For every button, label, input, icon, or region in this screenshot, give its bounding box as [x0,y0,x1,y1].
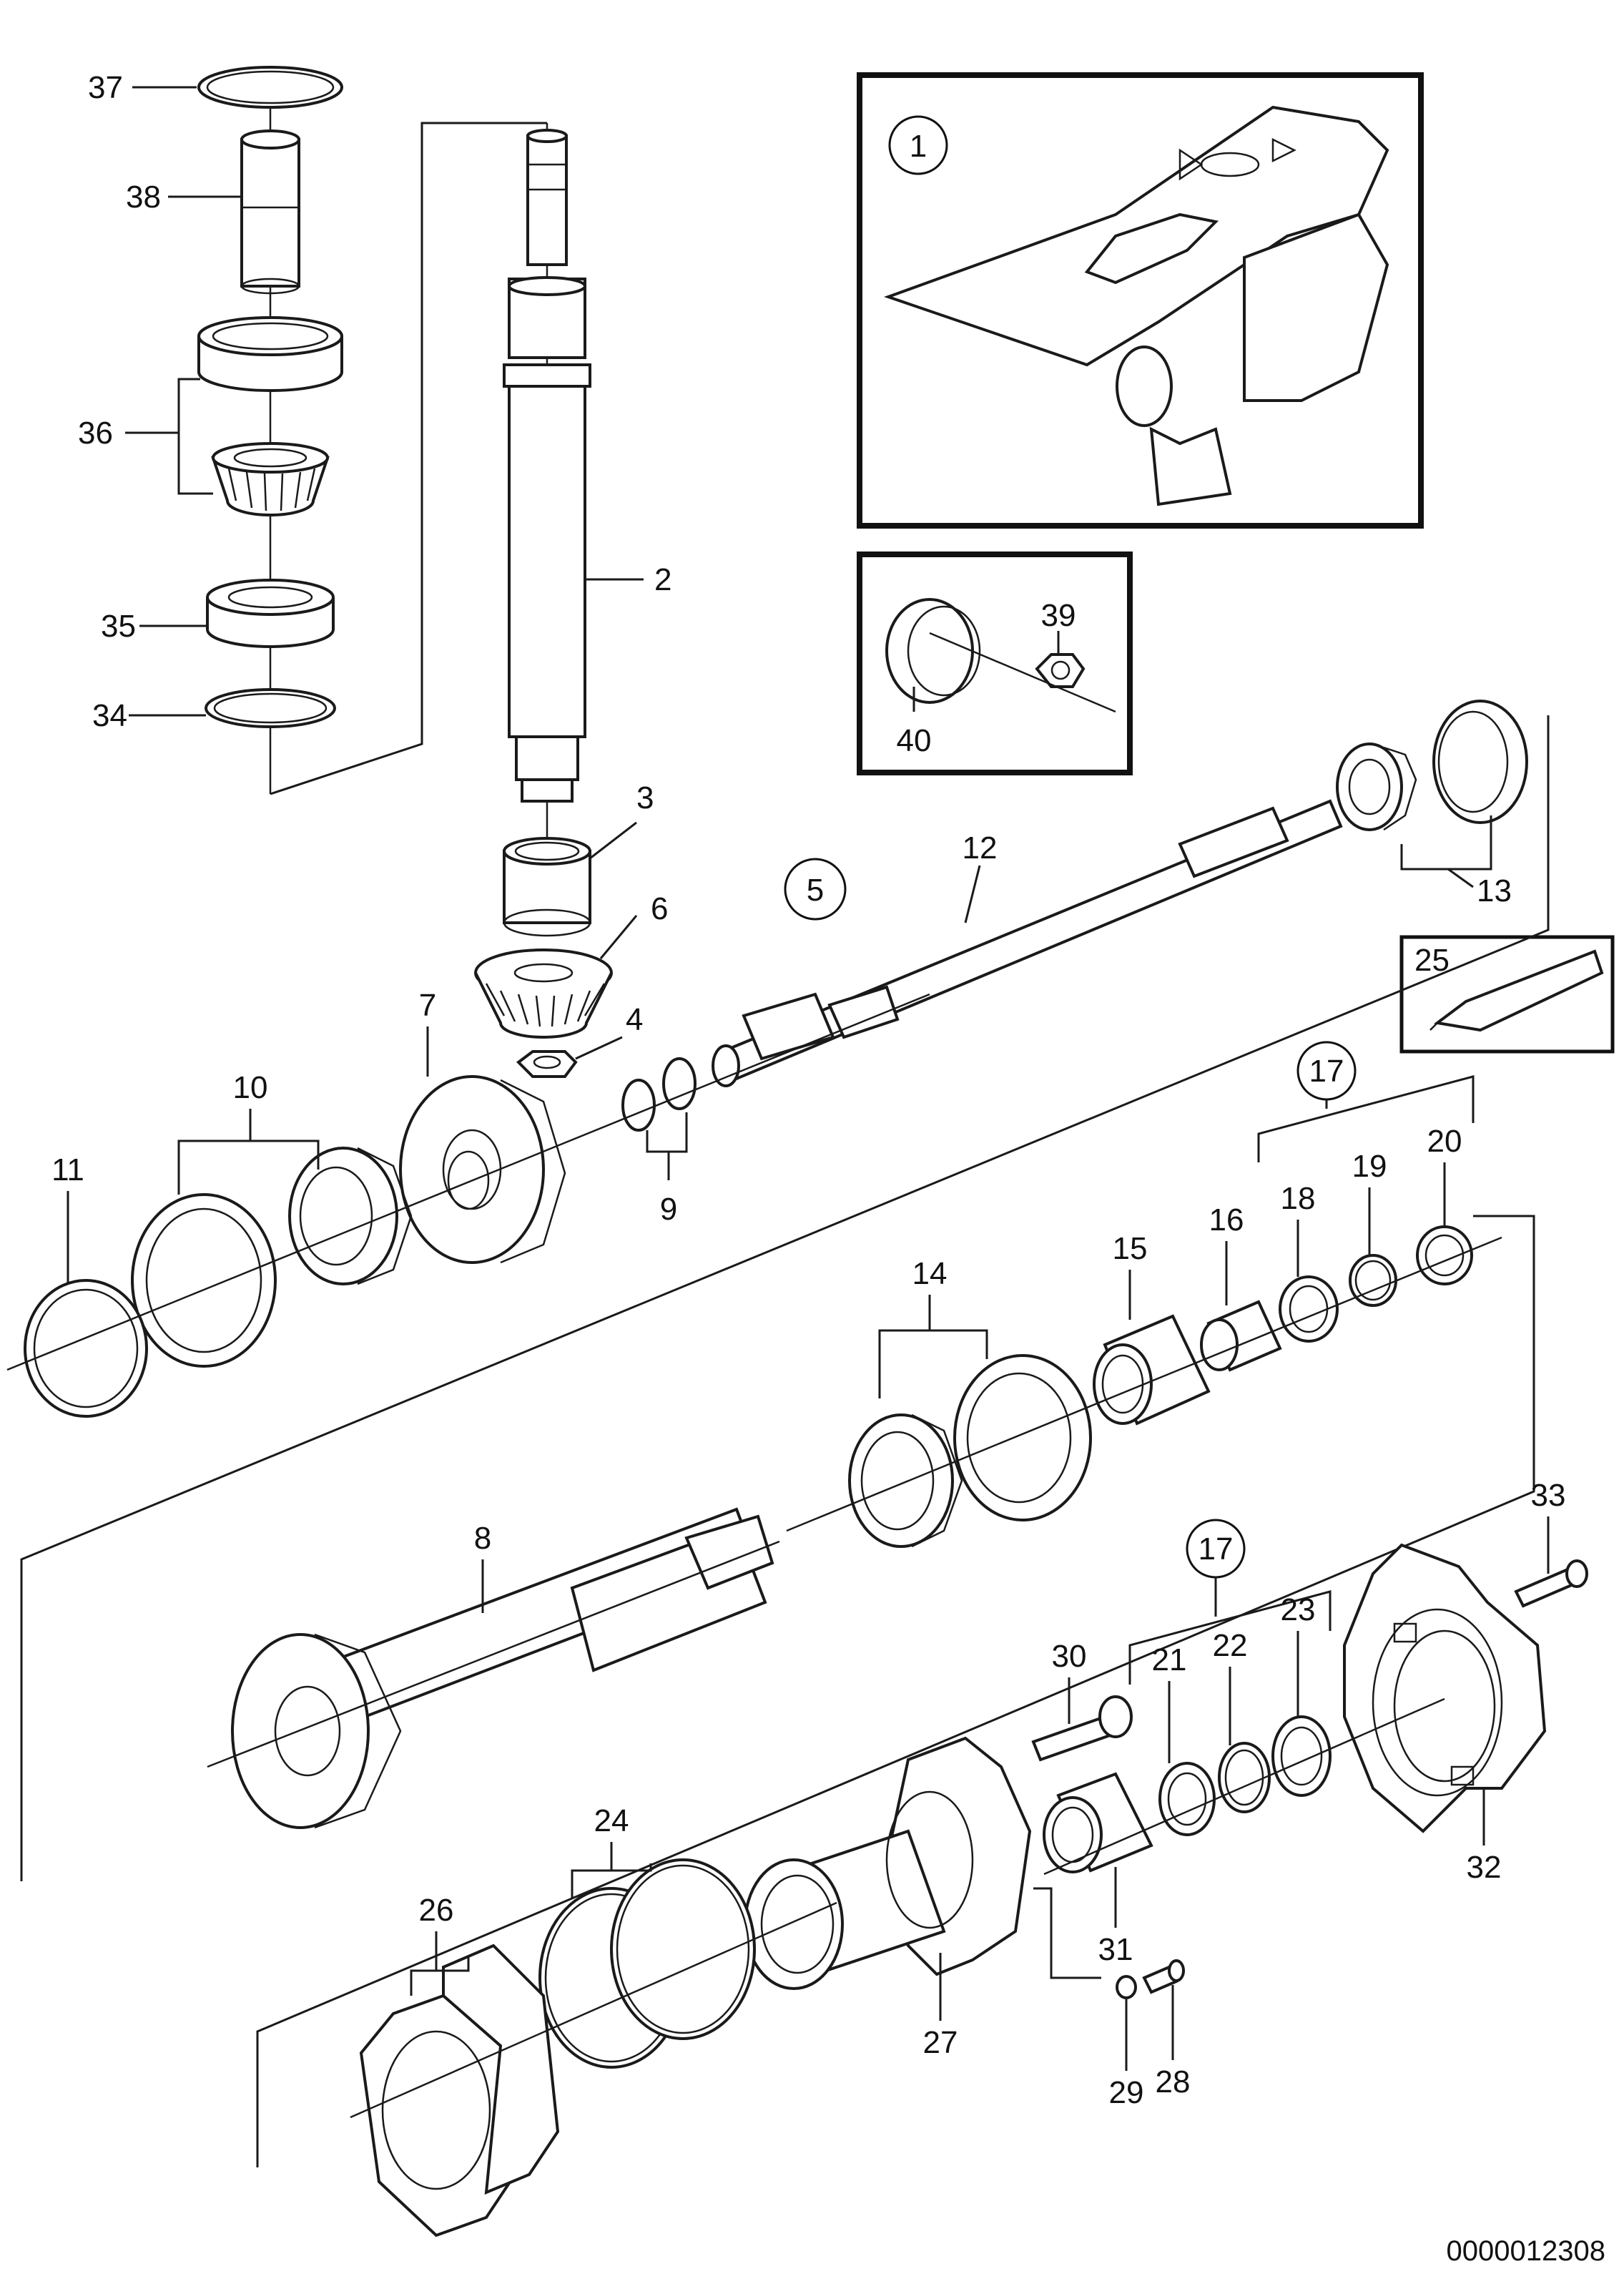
label-6: 6 [651,891,668,926]
label-22: 22 [1213,1628,1248,1663]
label-25: 25 [1414,943,1450,978]
part-27-bearing-housing [744,1736,1032,1990]
label-12: 12 [963,830,998,866]
part-11-ring [24,1279,148,1418]
part-19-ring [1349,1254,1397,1307]
part-26-flange-plates [359,1944,560,2237]
part-2-vertical-shaft [503,123,591,908]
part-18-seal [1279,1275,1339,1343]
part-30-bolt [1031,1695,1133,1762]
part-39-nut [1035,653,1086,688]
part-21-seal [1158,1762,1216,1836]
label-31: 31 [1098,1932,1133,1967]
label-34: 34 [92,698,127,733]
label-16: 16 [1209,1202,1244,1237]
label-2: 2 [654,562,671,597]
part-31-needle-bearing [1043,1772,1153,1873]
inset-housing-frame [857,72,1424,529]
part-3-needle-bearing [503,837,591,937]
label-26: 26 [419,1893,454,1928]
part-33-screw [1514,1559,1588,1608]
label-40: 40 [897,723,932,758]
label-36: 36 [78,416,113,451]
inset-25-tube [1399,935,1615,1054]
part-35-bearing [206,579,335,648]
label-39: 39 [1041,598,1076,633]
label-4: 4 [626,1002,643,1037]
label-32: 32 [1467,1850,1502,1885]
part-36-bearing-cone [211,442,330,516]
label-19: 19 [1352,1149,1387,1184]
label-17-upper: 17 [1309,1054,1344,1089]
label-14: 14 [912,1256,948,1291]
part-24-o-rings [538,1858,756,2069]
part-28-screw [1142,1959,1185,1994]
part-7-bevel-gear [399,1075,566,1264]
part-37-o-ring [197,66,343,109]
label-17-lower: 17 [1199,1531,1234,1567]
label-27: 27 [923,2025,958,2060]
part-6-pinion-gear [474,949,613,1039]
part-12-propeller-shaft [712,799,1343,1087]
label-24: 24 [594,1803,629,1838]
part-9-shims [621,1057,697,1132]
label-37: 37 [88,70,123,105]
label-38: 38 [126,180,161,215]
document-number: 0000012308 [1447,2235,1605,2267]
label-35: 35 [101,609,136,644]
vertical-bearing-stack [125,66,343,794]
label-33: 33 [1531,1478,1566,1513]
part-36-bearing-cup [197,316,343,392]
label-8: 8 [474,1521,491,1556]
label-3: 3 [636,780,654,815]
part-13-bearing [1336,700,1528,831]
part-8-gear-shaft [231,1507,774,1829]
part-4-nut [516,1050,578,1078]
part-10-bearing [131,1147,413,1368]
part-40-collar [885,598,981,704]
label-15: 15 [1113,1231,1148,1266]
part-29-washer [1116,1975,1137,1999]
part-labels: 37 38 36 35 34 2 3 6 4 5 1 39 40 25 12 1… [51,70,1565,2110]
label-23: 23 [1281,1592,1316,1627]
part-38-sleeve [240,129,300,295]
callout-circle-5 [784,858,847,921]
label-13: 13 [1477,873,1512,908]
label-1: 1 [910,129,927,164]
inset-39-40-frame [857,552,1133,775]
label-11: 11 [51,1152,84,1187]
label-28: 28 [1156,2064,1191,2099]
part-20-seal [1416,1225,1473,1285]
label-30: 30 [1052,1639,1087,1674]
label-9: 9 [660,1192,677,1227]
part-22-ring [1218,1742,1271,1813]
label-10: 10 [233,1070,268,1105]
label-21: 21 [1152,1642,1187,1677]
part-34-ring [205,688,336,728]
label-29: 29 [1109,2075,1144,2110]
part-14-bearing [848,1354,1092,1548]
label-7: 7 [419,988,436,1023]
label-18: 18 [1281,1181,1316,1216]
part-23-seal [1271,1715,1332,1797]
label-20: 20 [1427,1124,1462,1159]
part-16-needle-bearing [1200,1300,1282,1372]
part-32-cover [1343,1543,1547,1833]
label-5: 5 [807,873,824,908]
part-15-sleeve [1093,1314,1211,1426]
